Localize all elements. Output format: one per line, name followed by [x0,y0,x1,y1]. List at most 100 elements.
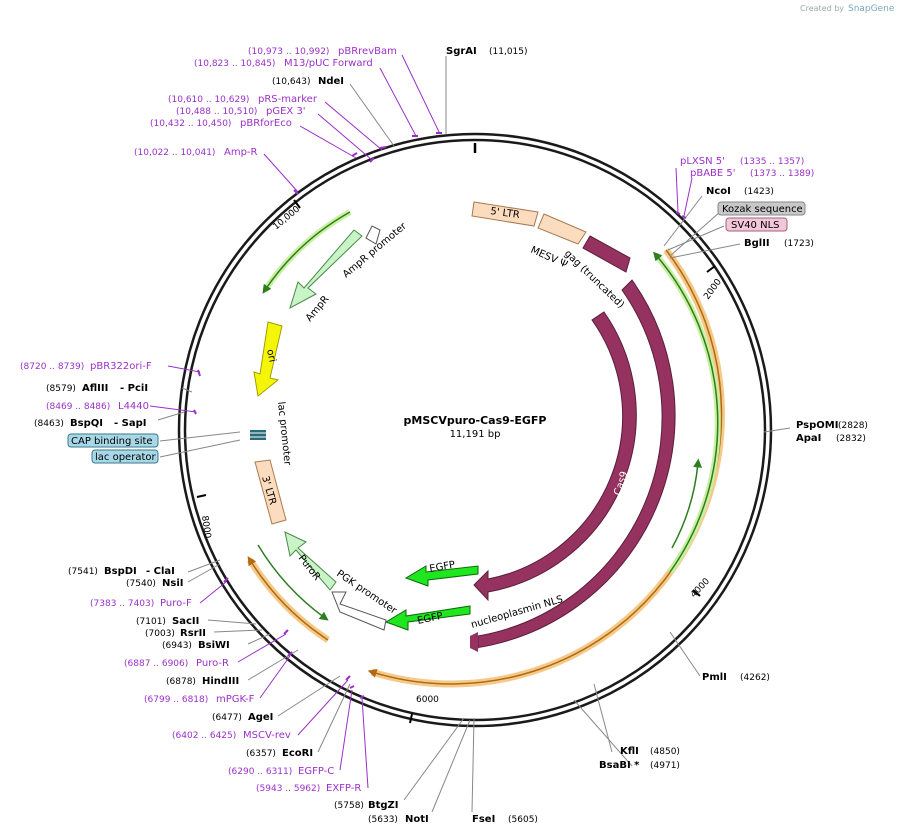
tick-8000 [196,494,207,498]
brand-snapgene: SnapGene [848,4,895,14]
tick-4000 [692,589,701,597]
primer-ampr-coord: (10,022 .. 10,041) [134,148,215,158]
ori-label: ori [264,348,277,363]
egfp-inner-label: EGFP [429,560,456,575]
egfp-inner-arrow [404,565,479,587]
site-noti-coord: (5633) [368,815,398,825]
site-bsiwi: BsiWI [198,640,230,651]
site-pmli: PmlI [702,672,727,683]
sv40-label: SV40 NLS [731,220,780,231]
ltr5-label: 5' LTR [490,206,521,221]
green-feature-right [653,251,719,573]
ampr-promoter-arrow [365,225,381,245]
primer-pbabe: pBABE 5' [690,168,736,179]
site-hindiii: HindIII [202,676,239,687]
site-pcii: - PciI [120,383,148,394]
green-ampr-line [262,211,351,294]
kozak-box [717,201,806,216]
primer-plxsn: pLXSN 5' [680,156,725,167]
primer-l4440-coord: (8469 .. 8486) [46,402,110,412]
site-nsii-coord: (7540) [126,579,156,589]
primer-purof-coord: (7383 .. 7403) [90,599,154,609]
site-afliii: AflIII [82,383,108,394]
primer-pbrforeco: pBRforEco [240,118,292,129]
primer-pbr322ori: pBR322ori-F [90,361,152,372]
cas9-inner-arc [473,311,637,602]
site-sacii: SacII [172,616,199,627]
primer-exfpr: EXFP-R [326,783,361,794]
site-clai: - ClaI [146,566,175,577]
site-kfli: KflI [620,746,639,757]
mesv-label: MESV Ψ [529,245,569,271]
ampr-arrow [289,229,363,310]
site-bsiwi-coord: (6943) [162,641,192,651]
primer-pbr322ori-coord: (8720 .. 8739) [20,362,84,372]
site-sacii-coord: (7101) [136,617,166,627]
site-bglii-coord: (1723) [784,239,814,249]
tick-label-2000: 2000 [702,277,724,302]
green-feature-left [257,544,329,621]
tick-label-8000: 8000 [199,515,212,539]
tick-10000 [293,199,301,209]
site-afliii-coord: (8579) [46,384,76,394]
cap-binding-box [67,433,159,448]
ori-arrow [253,321,283,397]
site-hindiii-coord: (6878) [166,677,196,687]
lac-operator-box [91,449,159,464]
egfp-outer-label: EGFP [416,611,444,627]
primer-pbabe-coord: (1373 .. 1389) [750,169,814,179]
cas9-connector [582,235,631,273]
site-ncoi-coord: (1423) [744,187,774,197]
site-bsabi-coord: (4971) [650,761,680,771]
plasmid-length: 11,191 bp [450,429,501,440]
site-sapi: - SapI [114,418,146,429]
primer-mscvrev: MSCV-rev [243,730,291,741]
primer-exfpr-coord: (5943 .. 5962) [256,784,320,794]
primer-pgex: pGEX 3' [266,106,306,117]
sv40-box [725,217,788,232]
primer-m13-coord: (10,823 .. 10,845) [194,59,275,69]
tick-2000 [706,265,716,273]
primer-mscvrev-coord: (6402 .. 6425) [172,731,236,741]
site-bspqi-coord: (8463) [34,419,64,429]
backbone-outer [177,132,773,728]
primer-l4440: L4440 [118,401,149,412]
site-pspomi-coord: (2828) [838,421,868,431]
egfp-outer-arrow [384,605,471,631]
green-feature-right-2 [671,458,703,549]
site-btgzi: BtgZI [368,800,399,811]
site-ncoi: NcoI [706,186,731,197]
primer-ampr: Amp-R [224,147,258,158]
primer-puror: Puro-R [196,658,229,669]
site-apai-coord: (2832) [836,434,866,444]
primer-plxsn-coord: (1335 .. 1357) [740,157,804,167]
primer-mpgk-coord: (6799 .. 6818) [144,695,208,705]
primer-m13: M13/pUC Forward [284,58,373,69]
cas9-outer-arc [474,279,676,649]
primer-pbrforeco-coord: (10,432 .. 10,450) [150,119,231,129]
cap-binding-label: CAP binding site [71,436,153,447]
site-agei: AgeI [248,712,273,723]
primer-prs-coord: (10,610 .. 10,629) [168,95,249,105]
lac-promoter-label: lac promoter [275,401,293,467]
site-sgrai: SgrAI [446,46,477,57]
site-ecori: EcoRI [282,748,313,759]
site-noti: NotI [405,814,429,825]
primer-pbrrevbam-coord: (10,973 .. 10,992) [248,47,329,57]
site-fsei: FseI [472,814,495,825]
site-sgrai-coord: (11,015) [489,47,528,57]
primer-prs: pRS-marker [258,94,318,105]
primer-egfpc: EGFP-C [298,766,334,777]
primer-pgex-coord: (10,488 .. 10,510) [176,107,257,117]
primer-puror-coord: (6887 .. 6906) [124,659,188,669]
primer-pbrrevbam: pBRrevBam [338,46,397,57]
lac-operator-label: lac operator [95,452,156,463]
orange-feature-left [247,556,329,641]
pgk-promoter-arrow [331,591,387,631]
site-bglii: BglII [744,238,770,249]
primer-mpgk: mPGK-F [216,694,255,705]
site-kfli-coord: (4850) [650,747,680,757]
kozak-label: Kozak sequence [722,204,803,215]
site-fsei-coord: (5605) [508,815,538,825]
